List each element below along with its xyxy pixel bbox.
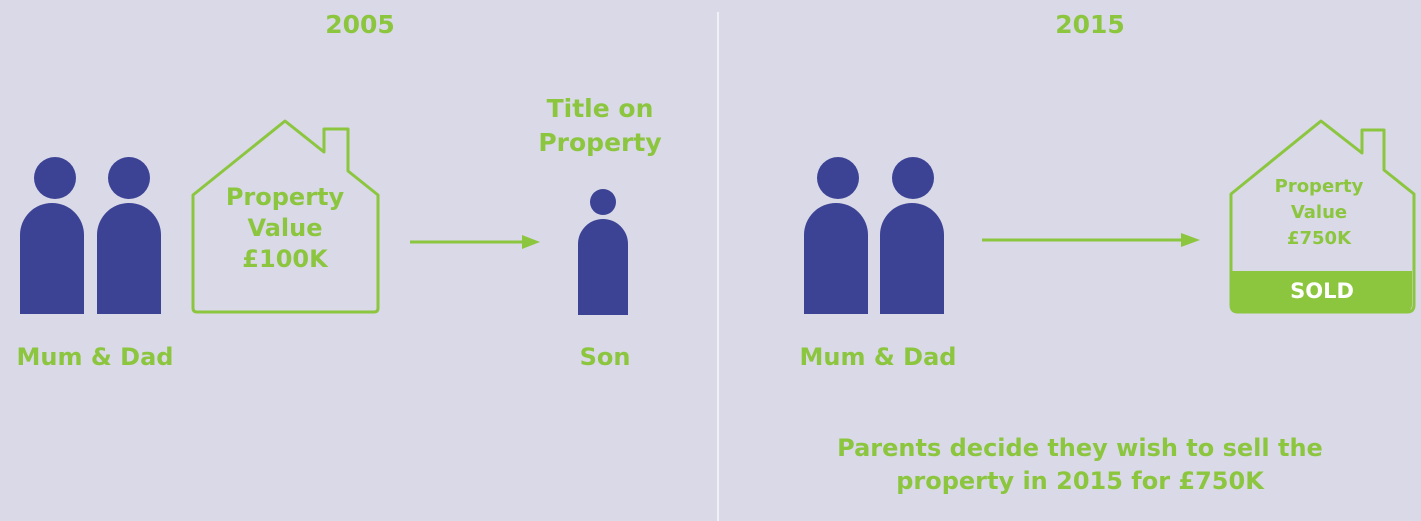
- year-2015: 2015: [1055, 10, 1125, 39]
- caption-line-1: Parents decide they wish to sell the: [837, 434, 1323, 462]
- son-label: Son: [579, 343, 631, 371]
- parents-label-2015: Mum & Dad: [799, 343, 957, 371]
- arrow-right-icon: [410, 235, 540, 249]
- house-line-3: £100K: [242, 245, 328, 273]
- caption-line-2: property in 2015 for £750K: [896, 467, 1264, 495]
- sold-banner: [1232, 271, 1412, 312]
- house-line-2: Value: [1290, 202, 1348, 223]
- house-line-1: Property: [1274, 176, 1364, 197]
- house-value-2015: Property Value £750K: [1247, 174, 1391, 252]
- caption: Parents decide they wish to sell the pro…: [780, 432, 1380, 498]
- arrow-right-icon: [982, 233, 1200, 247]
- house-line-1: Property: [225, 183, 345, 211]
- title-on-property: Title on Property: [520, 92, 680, 160]
- title-line-1: Title on: [546, 94, 654, 123]
- panel-divider: [717, 12, 719, 521]
- house-line-3: £750K: [1286, 228, 1352, 249]
- house-value-2005: Property Value £100K: [205, 182, 365, 275]
- house-line-2: Value: [247, 214, 323, 242]
- year-2005: 2005: [325, 10, 395, 39]
- house-outline-icon: [1229, 119, 1416, 314]
- parents-label-2005: Mum & Dad: [16, 343, 174, 371]
- house-outline-icon: [191, 119, 380, 314]
- title-line-2: Property: [538, 128, 662, 157]
- sold-label: SOLD: [1290, 279, 1354, 303]
